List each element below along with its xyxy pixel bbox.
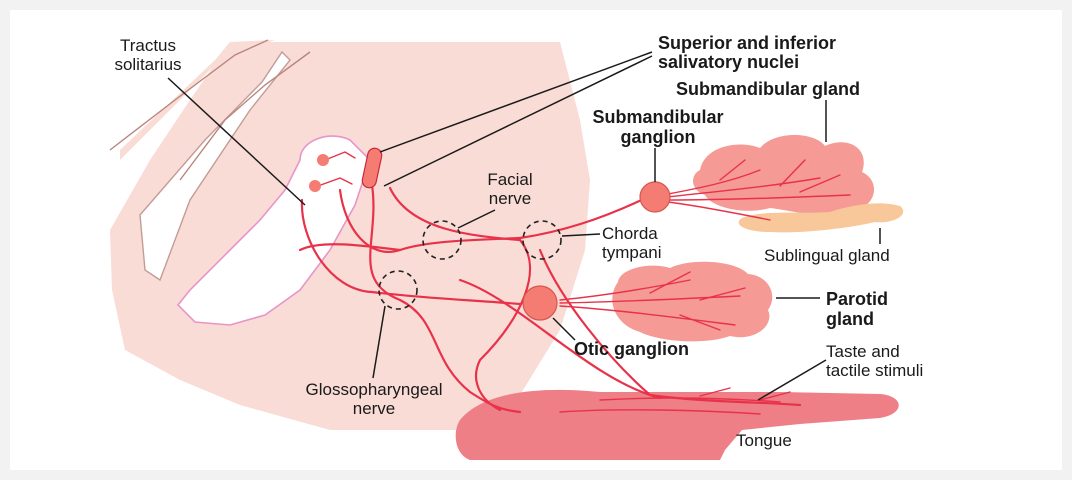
tongue-shape — [456, 390, 899, 460]
label-chorda-tympani: Chorda tympani — [602, 224, 662, 262]
nucleus-cell-1 — [317, 154, 329, 166]
label-submandibular-gland: Submandibular gland — [676, 80, 860, 99]
label-glossopharyngeal-nerve: Glossopharyngeal nerve — [244, 380, 504, 418]
submandibular-gland-shape — [693, 135, 874, 215]
label-parotid-gland: Parotid gland — [826, 289, 888, 329]
label-salivatory-nuclei: Superior and inferior salivatory nuclei — [658, 34, 836, 72]
label-sublingual-gland: Sublingual gland — [764, 246, 890, 265]
nucleus-cell-2 — [309, 180, 321, 192]
label-facial-nerve: Facial nerve — [470, 170, 550, 208]
parotid-gland-shape — [612, 262, 772, 342]
brainstem-shape — [110, 42, 590, 430]
label-tractus-solitarius: Tractus solitarius — [88, 36, 208, 74]
label-taste-stimuli: Taste and tactile stimuli — [826, 342, 923, 380]
label-submandibular-ganglion: Submandibular ganglion — [568, 107, 748, 147]
label-tongue: Tongue — [736, 431, 792, 450]
otic-ganglion-node — [523, 286, 557, 320]
submandibular-ganglion-node — [640, 182, 670, 212]
label-otic-ganglion: Otic ganglion — [574, 340, 689, 359]
